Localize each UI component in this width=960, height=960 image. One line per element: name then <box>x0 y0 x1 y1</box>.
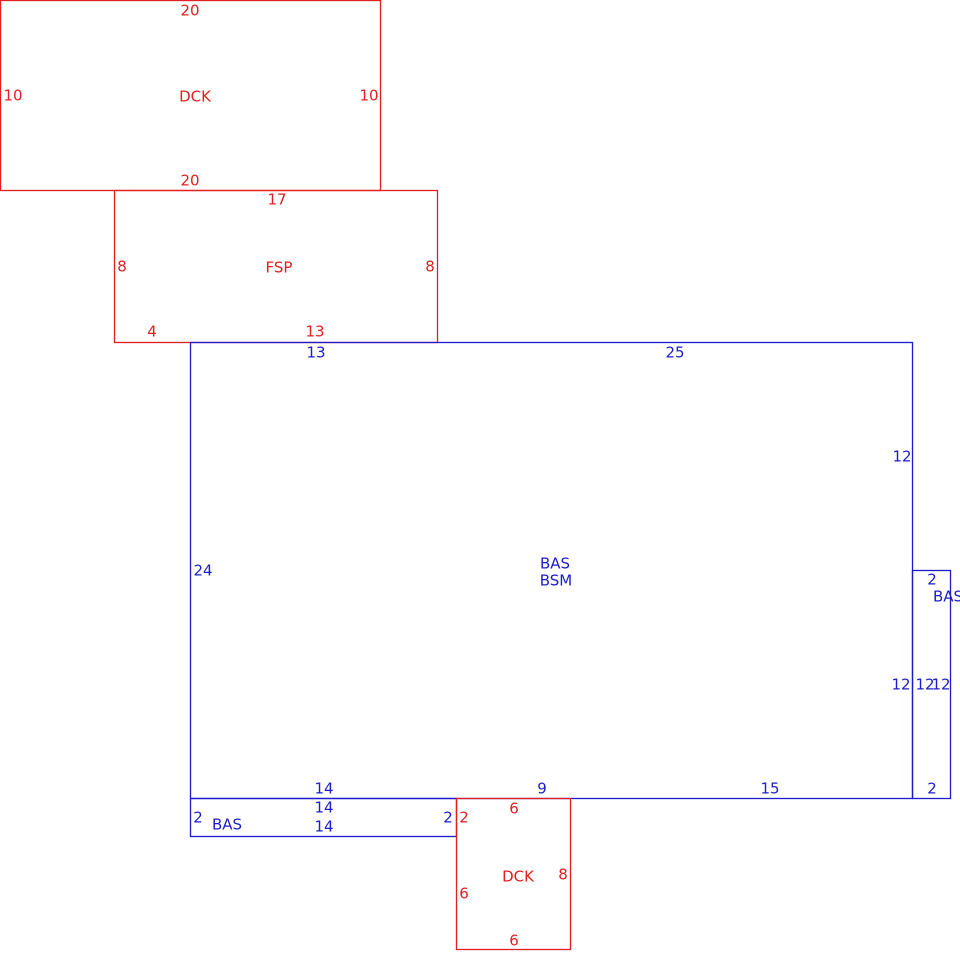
bas-right-dim-right: 12 <box>931 676 950 694</box>
deck-top-dim-top: 20 <box>180 2 199 20</box>
bas-right-area: BAS 2 12 12 2 <box>911 569 960 800</box>
fsp-dim-right: 8 <box>425 258 435 276</box>
bas-main-dim-left: 24 <box>193 562 212 580</box>
deck-top-area: DCK 20 10 10 20 <box>0 0 382 192</box>
deck-top-dim-bottom: 20 <box>180 172 199 190</box>
bas-bottom-dim-bottom: 14 <box>314 818 333 836</box>
fsp-dim-top: 17 <box>267 191 286 209</box>
bas-right-dim-left: 12 <box>915 676 934 694</box>
bas-main-dim-top-right: 25 <box>665 344 684 362</box>
deck-bottom-label: DCK <box>502 868 535 886</box>
bas-main-dim-bottom-left: 14 <box>314 780 333 798</box>
bas-right-dim-bottom: 2 <box>927 780 937 798</box>
deck-bottom-dim-top-left: 2 <box>459 809 469 827</box>
bas-bottom-dim-left: 2 <box>193 809 203 827</box>
deck-bottom-dim-bottom: 6 <box>509 932 519 950</box>
fsp-dim-left: 8 <box>117 258 127 276</box>
bas-main-label-bas: BAS <box>540 555 570 573</box>
bas-main-area: BAS BSM 13 25 24 12 12 14 9 15 <box>189 341 914 800</box>
bas-main-dim-right-upper: 12 <box>892 448 911 466</box>
fsp-dim-bottom-left: 4 <box>147 323 157 341</box>
bas-right-outline <box>911 569 952 800</box>
deck-bottom-area: DCK 6 2 6 8 6 <box>455 797 572 951</box>
deck-top-label: DCK <box>179 88 212 106</box>
bas-main-dim-bottom-mid: 9 <box>537 780 547 798</box>
deck-bottom-outline <box>455 797 572 951</box>
fsp-label: FSP <box>266 259 293 277</box>
deck-top-dim-left: 10 <box>3 87 22 105</box>
bas-bottom-dim-top: 14 <box>314 799 333 817</box>
bas-bottom-area: BAS 14 2 2 14 <box>189 797 458 838</box>
bas-bottom-label: BAS <box>212 816 242 834</box>
deck-bottom-dim-left: 6 <box>459 885 469 903</box>
bas-main-dim-right-lower: 12 <box>891 676 910 694</box>
deck-bottom-dim-right: 8 <box>558 866 568 884</box>
deck-top-dim-right: 10 <box>359 87 378 105</box>
fsp-dim-bottom: 13 <box>305 323 324 341</box>
fsp-area: FSP 17 8 8 4 13 <box>113 189 439 344</box>
bas-right-dim-top: 2 <box>927 571 937 589</box>
bas-main-label-bsm: BSM <box>540 572 573 590</box>
bas-main-dim-bottom-right: 15 <box>760 780 779 798</box>
bas-bottom-dim-right: 2 <box>443 809 453 827</box>
deck-bottom-dim-top: 6 <box>509 800 519 818</box>
bas-main-dim-top-left: 13 <box>306 344 325 362</box>
bas-right-label: BAS <box>933 588 960 606</box>
